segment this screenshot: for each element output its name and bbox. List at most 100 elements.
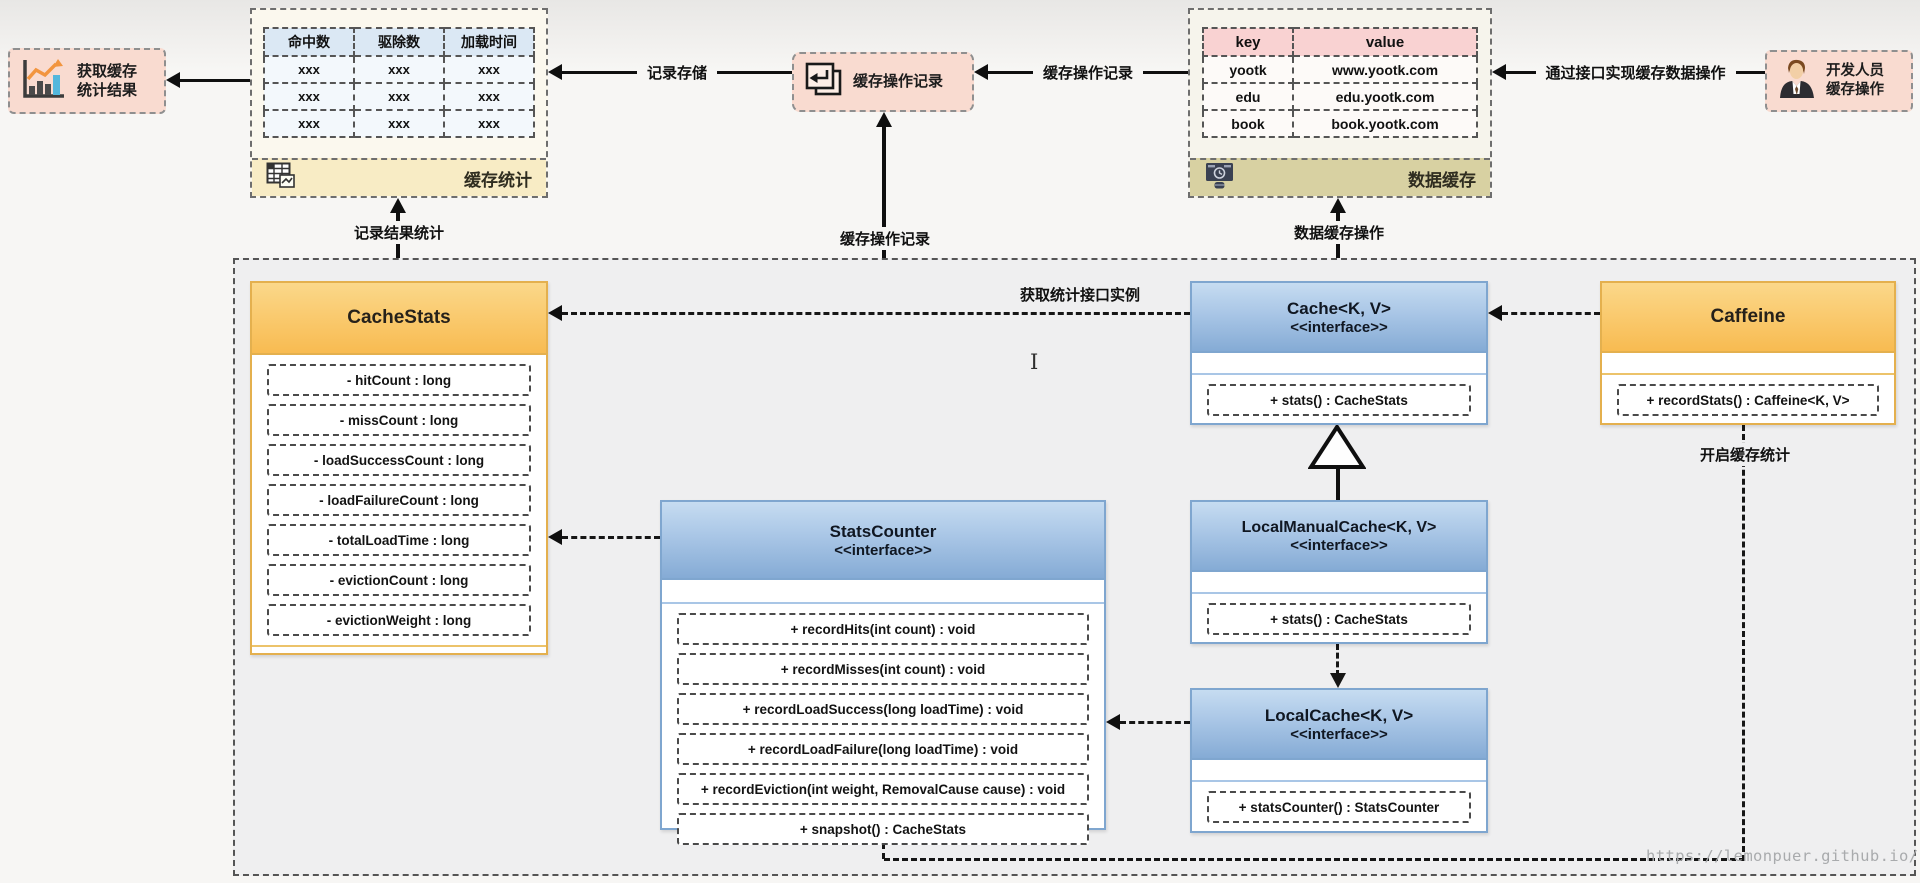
- table-cell: xxx: [263, 109, 355, 138]
- watermark-url: https://lemonpuer.github.io/: [1646, 847, 1919, 865]
- uml-field: - hitCount : long: [267, 364, 531, 396]
- class-name: CacheStats: [347, 307, 451, 328]
- generalization-triangle-icon: [1307, 423, 1367, 475]
- uml-method: + recordMisses(int count) : void: [677, 653, 1089, 685]
- arrowhead-left-icon: [974, 64, 988, 80]
- arrowhead-left-icon: [166, 72, 180, 88]
- table-cell: xxx: [443, 55, 535, 84]
- data-cache-op-label: 数据缓存操作: [1285, 221, 1393, 244]
- class-stereotype: <<interface>>: [834, 541, 932, 559]
- class-caffeine-header: Caffeine: [1602, 283, 1894, 353]
- class-statscounter: StatsCounter <<interface>> + recordHits(…: [660, 500, 1106, 845]
- arrow-record-store: 记录存储: [548, 64, 793, 82]
- uml-field: - loadSuccessCount : long: [267, 444, 531, 476]
- table-cell: xxx: [353, 109, 445, 138]
- uml-method: + recordHits(int count) : void: [677, 613, 1089, 645]
- uml-method: + recordLoadSuccess(long loadTime) : voi…: [677, 693, 1089, 725]
- uml-method: + stats() : CacheStats: [1207, 603, 1471, 635]
- developer-actor: 开发人员 缓存操作: [1765, 50, 1913, 112]
- class-localcache-header: LocalCache<K, V> <<interface>>: [1192, 690, 1486, 760]
- uml-field: - totalLoadTime : long: [267, 524, 531, 556]
- class-name: LocalCache<K, V>: [1264, 705, 1414, 725]
- arrowhead-up-icon: [1330, 198, 1346, 213]
- enable-stats-label: 开启缓存统计: [1691, 443, 1799, 466]
- class-stereotype: <<interface>>: [1290, 536, 1388, 554]
- arrowhead-left-icon: [1492, 64, 1506, 80]
- class-statscounter-empty-compartment: [662, 580, 1104, 604]
- class-caffeine-empty-compartment: [1602, 353, 1894, 375]
- class-cachestats-empty-compartment: [252, 645, 546, 653]
- dashed-arrow-caffeine-to-cache: [1488, 305, 1600, 321]
- table-header-cell: 驱除数: [353, 27, 445, 57]
- class-localmanualcache-empty-compartment: [1192, 572, 1486, 594]
- arrow-stats-to-actor: [166, 72, 250, 88]
- class-localmanualcache-header: LocalManualCache<K, V> <<interface>>: [1192, 502, 1486, 572]
- table-cell: book.yootk.com: [1292, 109, 1478, 138]
- class-stereotype: <<interface>>: [1290, 318, 1388, 336]
- record-result-stats-label: 记录结果统计: [345, 221, 453, 244]
- class-name: StatsCounter: [829, 521, 937, 541]
- uml-method: + snapshot() : CacheStats: [677, 813, 1089, 845]
- table-cell: edu.yootk.com: [1292, 82, 1478, 111]
- table-cell: www.yootk.com: [1292, 55, 1478, 84]
- table-cell: xxx: [263, 82, 355, 111]
- class-statscounter-header: StatsCounter <<interface>>: [662, 502, 1104, 580]
- cache-stats-bar: 缓存统计: [252, 158, 546, 196]
- dashed-line-enable-stats-vertical: [1742, 425, 1745, 861]
- arrowhead-down-icon: [1330, 673, 1346, 688]
- cache-stats-table-head: 命中数驱除数加载时间: [263, 27, 535, 57]
- uml-field: - evictionWeight : long: [267, 604, 531, 636]
- class-cache-empty-compartment: [1192, 353, 1486, 375]
- class-cache-methods: + stats() : CacheStats: [1192, 375, 1486, 425]
- class-cachestats: CacheStats - hitCount : long - missCount …: [250, 281, 548, 655]
- uml-method: + recordLoadFailure(long loadTime) : voi…: [677, 733, 1089, 765]
- class-name: Cache<K, V>: [1287, 298, 1391, 318]
- table-cell: xxx: [353, 55, 445, 84]
- computer-icon: [1204, 162, 1235, 195]
- arrow-op-record: 缓存操作记录: [974, 64, 1189, 82]
- class-localcache-methods: + statsCounter() : StatsCounter: [1192, 782, 1486, 832]
- class-cachestats-fields: - hitCount : long - missCount : long - loa…: [252, 355, 546, 645]
- class-cache-header: Cache<K, V> <<interface>>: [1192, 283, 1486, 353]
- dashed-line-enable-stats-up: [882, 843, 885, 859]
- uml-field: - loadFailureCount : long: [267, 484, 531, 516]
- table-cell: xxx: [443, 109, 535, 138]
- dashed-arrow-cache-to-cachestats: [548, 305, 1190, 321]
- dashed-line-enable-stats-horizontal: [884, 858, 1745, 861]
- table-cell: xxx: [443, 82, 535, 111]
- table-cell: xxx: [263, 55, 355, 84]
- class-name: Caffeine: [1710, 306, 1786, 327]
- table-cell: book: [1202, 109, 1294, 138]
- copy-record-icon: [804, 61, 844, 104]
- table-cell: yootk: [1202, 55, 1294, 84]
- table-cell: edu: [1202, 82, 1294, 111]
- uml-field: - missCount : long: [267, 404, 531, 436]
- arrowhead-left-icon: [1488, 305, 1502, 321]
- op-record-label: 缓存操作记录: [1043, 64, 1134, 82]
- table-header-cell: key: [1202, 27, 1294, 57]
- class-stereotype: <<interface>>: [1290, 725, 1388, 743]
- class-caffeine: Caffeine + recordStats() : Caffeine<K, V…: [1600, 281, 1896, 425]
- dashed-arrow-statscounter-to-cachestats: [548, 529, 660, 545]
- arrowhead-up-icon: [876, 112, 892, 127]
- class-statscounter-methods: + recordHits(int count) : void + recordMi…: [662, 604, 1104, 854]
- person-icon: [1777, 58, 1817, 105]
- arrowhead-up-icon: [390, 198, 406, 213]
- table-header-cell: 命中数: [263, 27, 355, 57]
- class-caffeine-methods: + recordStats() : Caffeine<K, V>: [1602, 375, 1894, 425]
- arrowhead-left-icon: [1106, 714, 1120, 730]
- record-store-label: 记录存储: [647, 64, 708, 82]
- class-localcache-empty-compartment: [1192, 760, 1486, 782]
- class-name: LocalManualCache<K, V>: [1241, 518, 1437, 536]
